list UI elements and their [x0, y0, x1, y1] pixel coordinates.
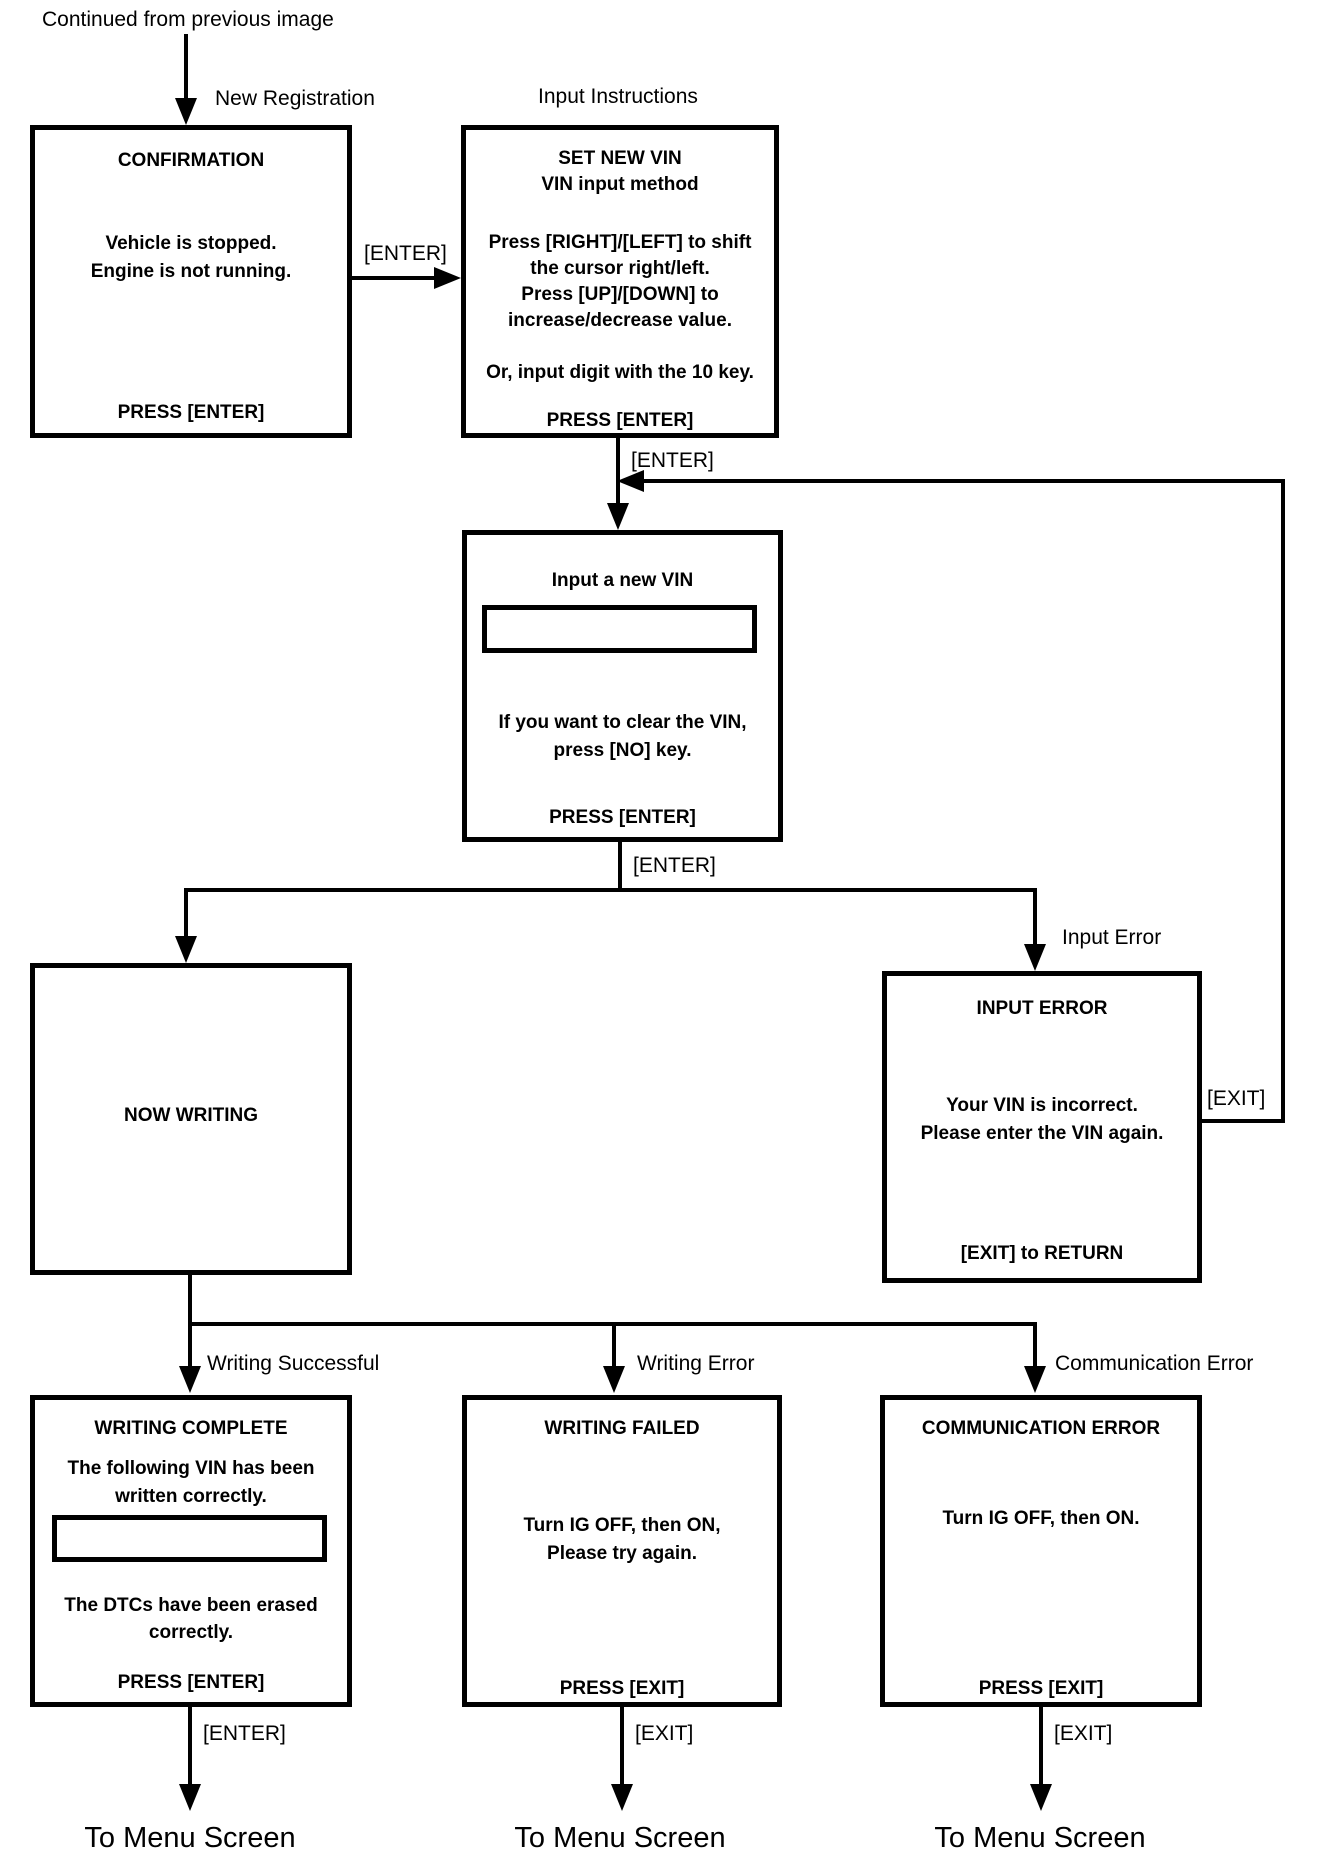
branch-label-communication-error: Communication Error [1055, 1352, 1254, 1375]
vin-input-field [482, 605, 757, 653]
connector-line [184, 888, 188, 938]
box-footer: PRESS [ENTER] [117, 1672, 265, 1693]
confirmation-box: CONFIRMATION Vehicle is stopped. Engine … [30, 125, 352, 438]
box-title: NOW WRITING [123, 1105, 259, 1126]
connector-line [640, 479, 1285, 483]
box-text: Engine is not running. [90, 261, 292, 282]
vin-written-field [52, 1515, 327, 1562]
connector-label-enter: [ENTER] [364, 242, 447, 265]
now-writing-box: NOW WRITING [30, 963, 352, 1275]
box-text: Please try again. [547, 1543, 697, 1564]
arrowhead-left-icon [617, 470, 644, 492]
box-text: Press [UP]/[DOWN] to [521, 284, 719, 305]
connector-label-exit: [EXIT] [635, 1722, 694, 1745]
connector-label-exit: [EXIT] [1207, 1087, 1266, 1110]
connector-line [612, 1322, 616, 1368]
arrowhead-down-icon [179, 1784, 201, 1811]
connector-line [618, 842, 622, 892]
connector-line [188, 1275, 192, 1326]
connector-line [1033, 1322, 1037, 1368]
writing-complete-box: WRITING COMPLETE The following VIN has b… [30, 1395, 352, 1707]
arrowhead-down-icon [1024, 1366, 1046, 1393]
box-footer: PRESS [ENTER] [549, 807, 696, 828]
to-menu-screen-label: To Menu Screen [514, 1822, 726, 1854]
box-text: the cursor right/left. [530, 258, 710, 279]
box-footer: PRESS [ENTER] [117, 402, 265, 423]
connector-line [184, 34, 188, 100]
arrowhead-down-icon [607, 503, 629, 530]
box-title: WRITING FAILED [544, 1418, 700, 1439]
box-footer: PRESS [EXIT] [978, 1678, 1104, 1699]
communication-error-box: COMMUNICATION ERROR Turn IG OFF, then ON… [880, 1395, 1202, 1707]
box-text: increase/decrease value. [508, 310, 732, 331]
connector-line [184, 888, 1037, 892]
set-new-vin-box: SET NEW VIN VIN input method Press [RIGH… [461, 125, 779, 438]
connector-label-enter: [ENTER] [633, 854, 716, 877]
input-error-box: INPUT ERROR Your VIN is incorrect. Pleas… [882, 971, 1202, 1283]
box-text: Or, input digit with the 10 key. [486, 362, 754, 383]
box-text: Press [RIGHT]/[LEFT] to shift [488, 232, 752, 253]
box-text: Vehicle is stopped. [105, 233, 277, 254]
box-text: correctly. [148, 1622, 234, 1643]
continued-from-previous-label: Continued from previous image [42, 8, 334, 31]
writing-failed-box: WRITING FAILED Turn IG OFF, then ON, Ple… [462, 1395, 782, 1707]
box-footer: PRESS [ENTER] [546, 410, 694, 431]
to-menu-screen-label: To Menu Screen [934, 1822, 1146, 1854]
box-text: If you want to clear the VIN, [498, 712, 747, 733]
box-text: The DTCs have been erased [64, 1595, 318, 1616]
arrowhead-down-icon [1024, 944, 1046, 971]
box-title: COMMUNICATION ERROR [921, 1418, 1161, 1439]
branch-label-new-registration: New Registration [215, 87, 375, 110]
connector-line [188, 1322, 192, 1368]
connector-line [188, 1707, 192, 1786]
connector-line [1202, 1119, 1285, 1123]
connector-label-enter: [ENTER] [203, 1722, 286, 1745]
box-text: Turn IG OFF, then ON, [523, 1515, 721, 1536]
arrowhead-right-icon [434, 267, 461, 289]
branch-label-input-instructions: Input Instructions [538, 85, 698, 108]
connector-label-exit: [EXIT] [1054, 1722, 1113, 1745]
connector-line [352, 276, 438, 280]
connector-line [1033, 888, 1037, 944]
connector-label-enter: [ENTER] [631, 449, 714, 472]
box-title: WRITING COMPLETE [94, 1418, 288, 1439]
box-title: SET NEW VIN [558, 148, 682, 169]
box-subtitle: VIN input method [541, 174, 699, 195]
box-text: The following VIN has been [67, 1458, 315, 1479]
box-text: Please enter the VIN again. [920, 1123, 1164, 1144]
box-title: Input a new VIN [551, 570, 694, 591]
box-footer: PRESS [EXIT] [559, 1678, 685, 1699]
connector-line [1039, 1707, 1043, 1786]
box-title: INPUT ERROR [976, 998, 1108, 1019]
arrowhead-down-icon [611, 1784, 633, 1811]
arrowhead-down-icon [603, 1366, 625, 1393]
box-text: press [NO] key. [553, 740, 692, 761]
box-text: Your VIN is incorrect. [946, 1095, 1138, 1116]
input-new-vin-box: Input a new VIN If you want to clear the… [462, 530, 783, 842]
branch-label-writing-error: Writing Error [637, 1352, 755, 1375]
to-menu-screen-label: To Menu Screen [84, 1822, 296, 1854]
arrowhead-down-icon [179, 1366, 201, 1393]
branch-label-input-error: Input Error [1062, 926, 1162, 949]
arrowhead-down-icon [1030, 1784, 1052, 1811]
box-footer: [EXIT] to RETURN [960, 1243, 1124, 1264]
box-title: CONFIRMATION [117, 150, 265, 171]
connector-line [1281, 479, 1285, 1123]
branch-label-writing-successful: Writing Successful [207, 1352, 380, 1375]
box-text: written correctly. [115, 1486, 267, 1507]
connector-line [620, 1707, 624, 1786]
arrowhead-down-icon [175, 98, 197, 125]
box-text: Turn IG OFF, then ON. [942, 1508, 1140, 1529]
arrowhead-down-icon [175, 936, 197, 963]
